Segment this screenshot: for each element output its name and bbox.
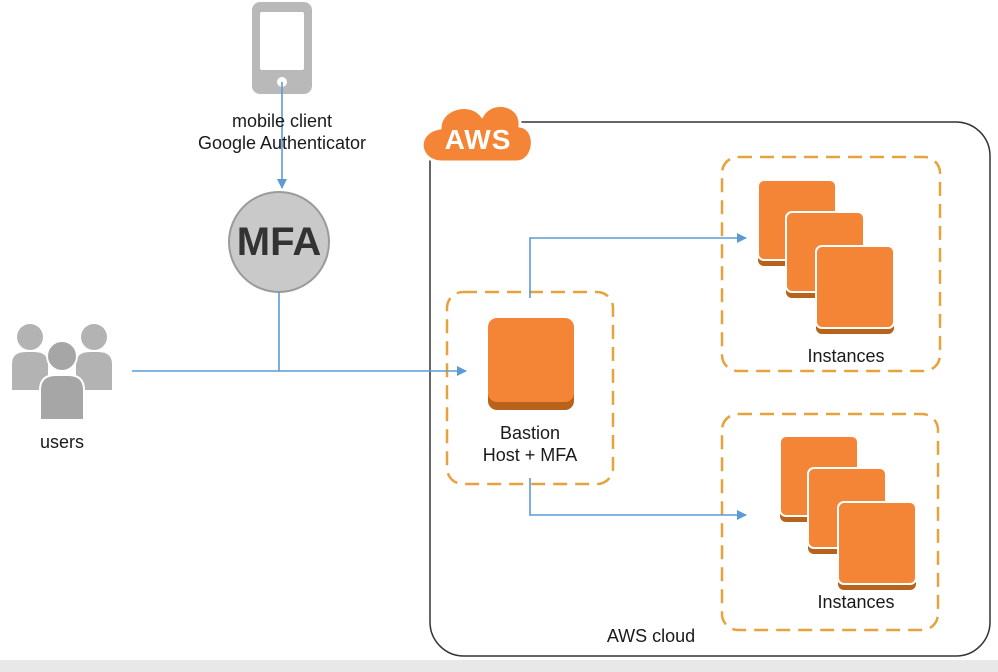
bastion-label: Bastion Host + MFA [470,422,590,466]
mobile-client-label: mobile client Google Authenticator [150,110,414,154]
bastion-to-instances-bottom-arrow [529,478,747,520]
bastion-label-line1: Bastion [499,423,561,443]
aws-cloud-label: AWS cloud [606,626,696,646]
instances-bottom-label: Instances [817,592,895,612]
aws-cloud-icon [420,104,534,164]
bastion-to-instances-top-arrow [529,233,747,298]
aws-cloud-container [429,121,991,657]
aws-badge-label: AWS [444,124,512,155]
mobile-client-line1: mobile client [231,111,333,131]
bastion-host-icon [488,318,574,410]
users-group-icon [12,324,112,421]
instances-top-label: Instances [807,346,885,366]
instances-bottom-group-box [720,412,940,632]
mfa-label: MFA [236,220,322,264]
mobile-phone-icon [252,2,312,94]
instances-top-group-box [720,155,942,373]
instances-top-stack-icon [757,179,895,334]
users-label: users [39,432,84,452]
bastion-label-line2: Host + MFA [482,445,578,465]
bottom-band [0,660,998,672]
instances-bottom-stack-icon [779,435,917,590]
mobile-client-line2: Google Authenticator [197,133,367,153]
